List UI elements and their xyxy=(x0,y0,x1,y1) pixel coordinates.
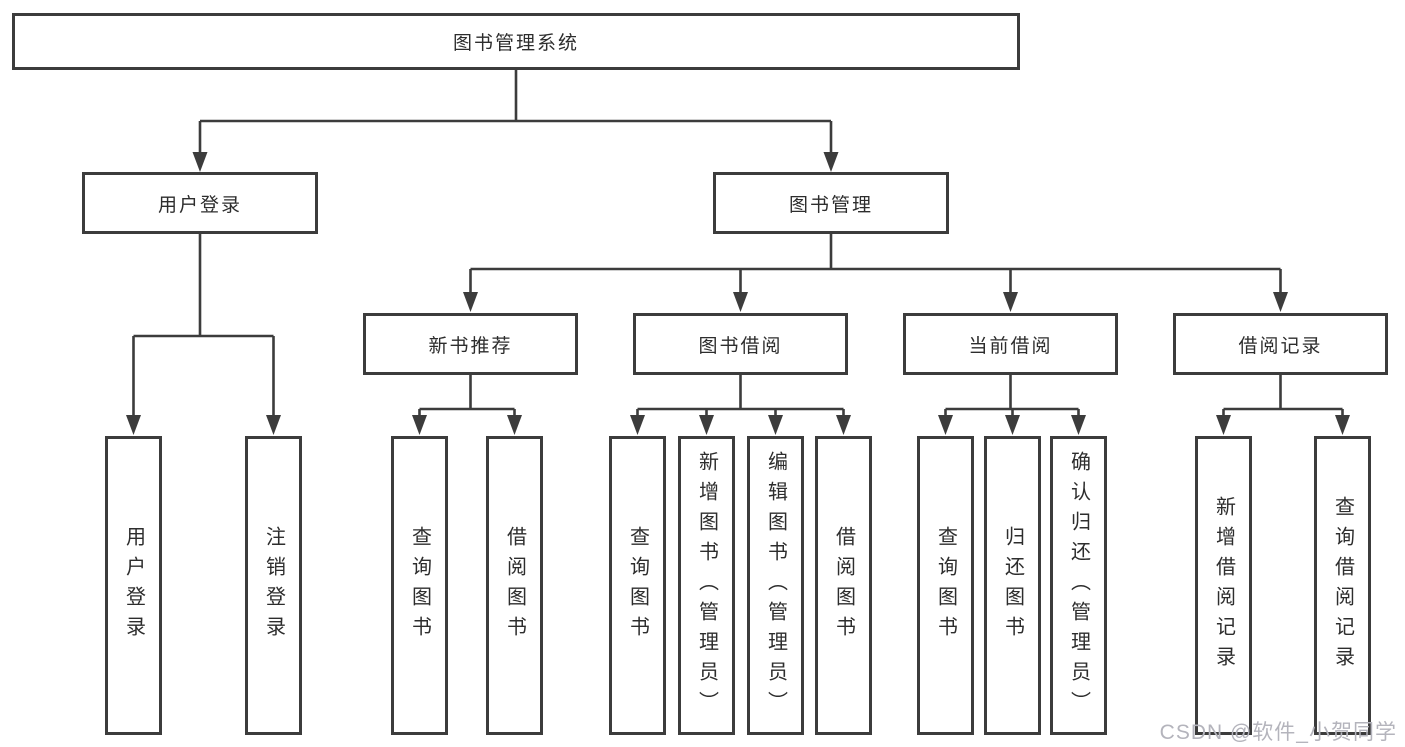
leaf-query-borrow-record-label: 查询借阅记录 xyxy=(1331,495,1354,676)
node-book-management: 图书管理 xyxy=(713,172,949,234)
connector-user-login xyxy=(132,234,275,418)
leaf-confirm-return-admin: 确认归还（管理员） xyxy=(1050,436,1107,735)
node-book-borrow: 图书借阅 xyxy=(633,313,848,375)
leaf-query-books-current-label: 查询图书 xyxy=(934,525,957,646)
node-borrow-records: 借阅记录 xyxy=(1173,313,1388,375)
node-current-borrow: 当前借阅 xyxy=(903,313,1118,375)
leaf-borrow-books: 借阅图书 xyxy=(815,436,872,735)
leaf-user-login-label: 用户登录 xyxy=(122,525,145,646)
connector-current-borrow xyxy=(944,375,1080,418)
leaf-borrow-books-recommend-label: 借阅图书 xyxy=(503,525,526,646)
leaf-return-books: 归还图书 xyxy=(984,436,1041,735)
leaf-query-books-borrow-label: 查询图书 xyxy=(626,525,649,646)
csdn-watermark: CSDN @软件_小贺同学 xyxy=(1159,721,1397,744)
node-user-login-label: 用户登录 xyxy=(157,194,242,216)
node-new-book-recommend-label: 新书推荐 xyxy=(428,335,513,357)
leaf-query-books-current: 查询图书 xyxy=(917,436,974,735)
connector-book-management xyxy=(469,234,1282,293)
leaf-logout: 注销登录 xyxy=(245,436,302,735)
leaf-query-books-borrow: 查询图书 xyxy=(609,436,666,735)
leaf-borrow-books-label: 借阅图书 xyxy=(832,525,855,646)
node-library-system: 图书管理系统 xyxy=(12,13,1020,70)
connector-root xyxy=(198,70,833,153)
node-new-book-recommend: 新书推荐 xyxy=(363,313,578,375)
leaf-add-borrow-record: 新增借阅记录 xyxy=(1195,436,1252,735)
node-library-system-label: 图书管理系统 xyxy=(452,33,579,54)
leaf-add-books-admin: 新增图书（管理员） xyxy=(678,436,735,735)
leaf-add-borrow-record-label: 新增借阅记录 xyxy=(1212,495,1235,676)
leaf-return-books-label: 归还图书 xyxy=(1001,525,1024,646)
leaf-query-books-recommend-label: 查询图书 xyxy=(408,525,431,646)
leaf-query-books-recommend: 查询图书 xyxy=(391,436,448,735)
leaf-query-borrow-record: 查询借阅记录 xyxy=(1314,436,1371,735)
connector-new-book-recommend xyxy=(418,375,516,418)
leaf-borrow-books-recommend: 借阅图书 xyxy=(486,436,543,735)
node-current-borrow-label: 当前借阅 xyxy=(968,335,1053,357)
node-user-login: 用户登录 xyxy=(82,172,318,234)
node-borrow-records-label: 借阅记录 xyxy=(1238,335,1323,357)
node-book-management-label: 图书管理 xyxy=(788,194,873,216)
leaf-confirm-return-admin-label: 确认归还（管理员） xyxy=(1067,450,1090,721)
connector-borrow-records xyxy=(1222,375,1344,418)
leaf-add-books-admin-label: 新增图书（管理员） xyxy=(695,450,718,721)
node-book-borrow-label: 图书借阅 xyxy=(698,335,783,357)
connector-book-borrow xyxy=(636,375,845,418)
leaf-edit-books-admin: 编辑图书（管理员） xyxy=(747,436,804,735)
leaf-edit-books-admin-label: 编辑图书（管理员） xyxy=(764,450,787,721)
leaf-user-login: 用户登录 xyxy=(105,436,162,735)
leaf-logout-label: 注销登录 xyxy=(262,525,285,646)
